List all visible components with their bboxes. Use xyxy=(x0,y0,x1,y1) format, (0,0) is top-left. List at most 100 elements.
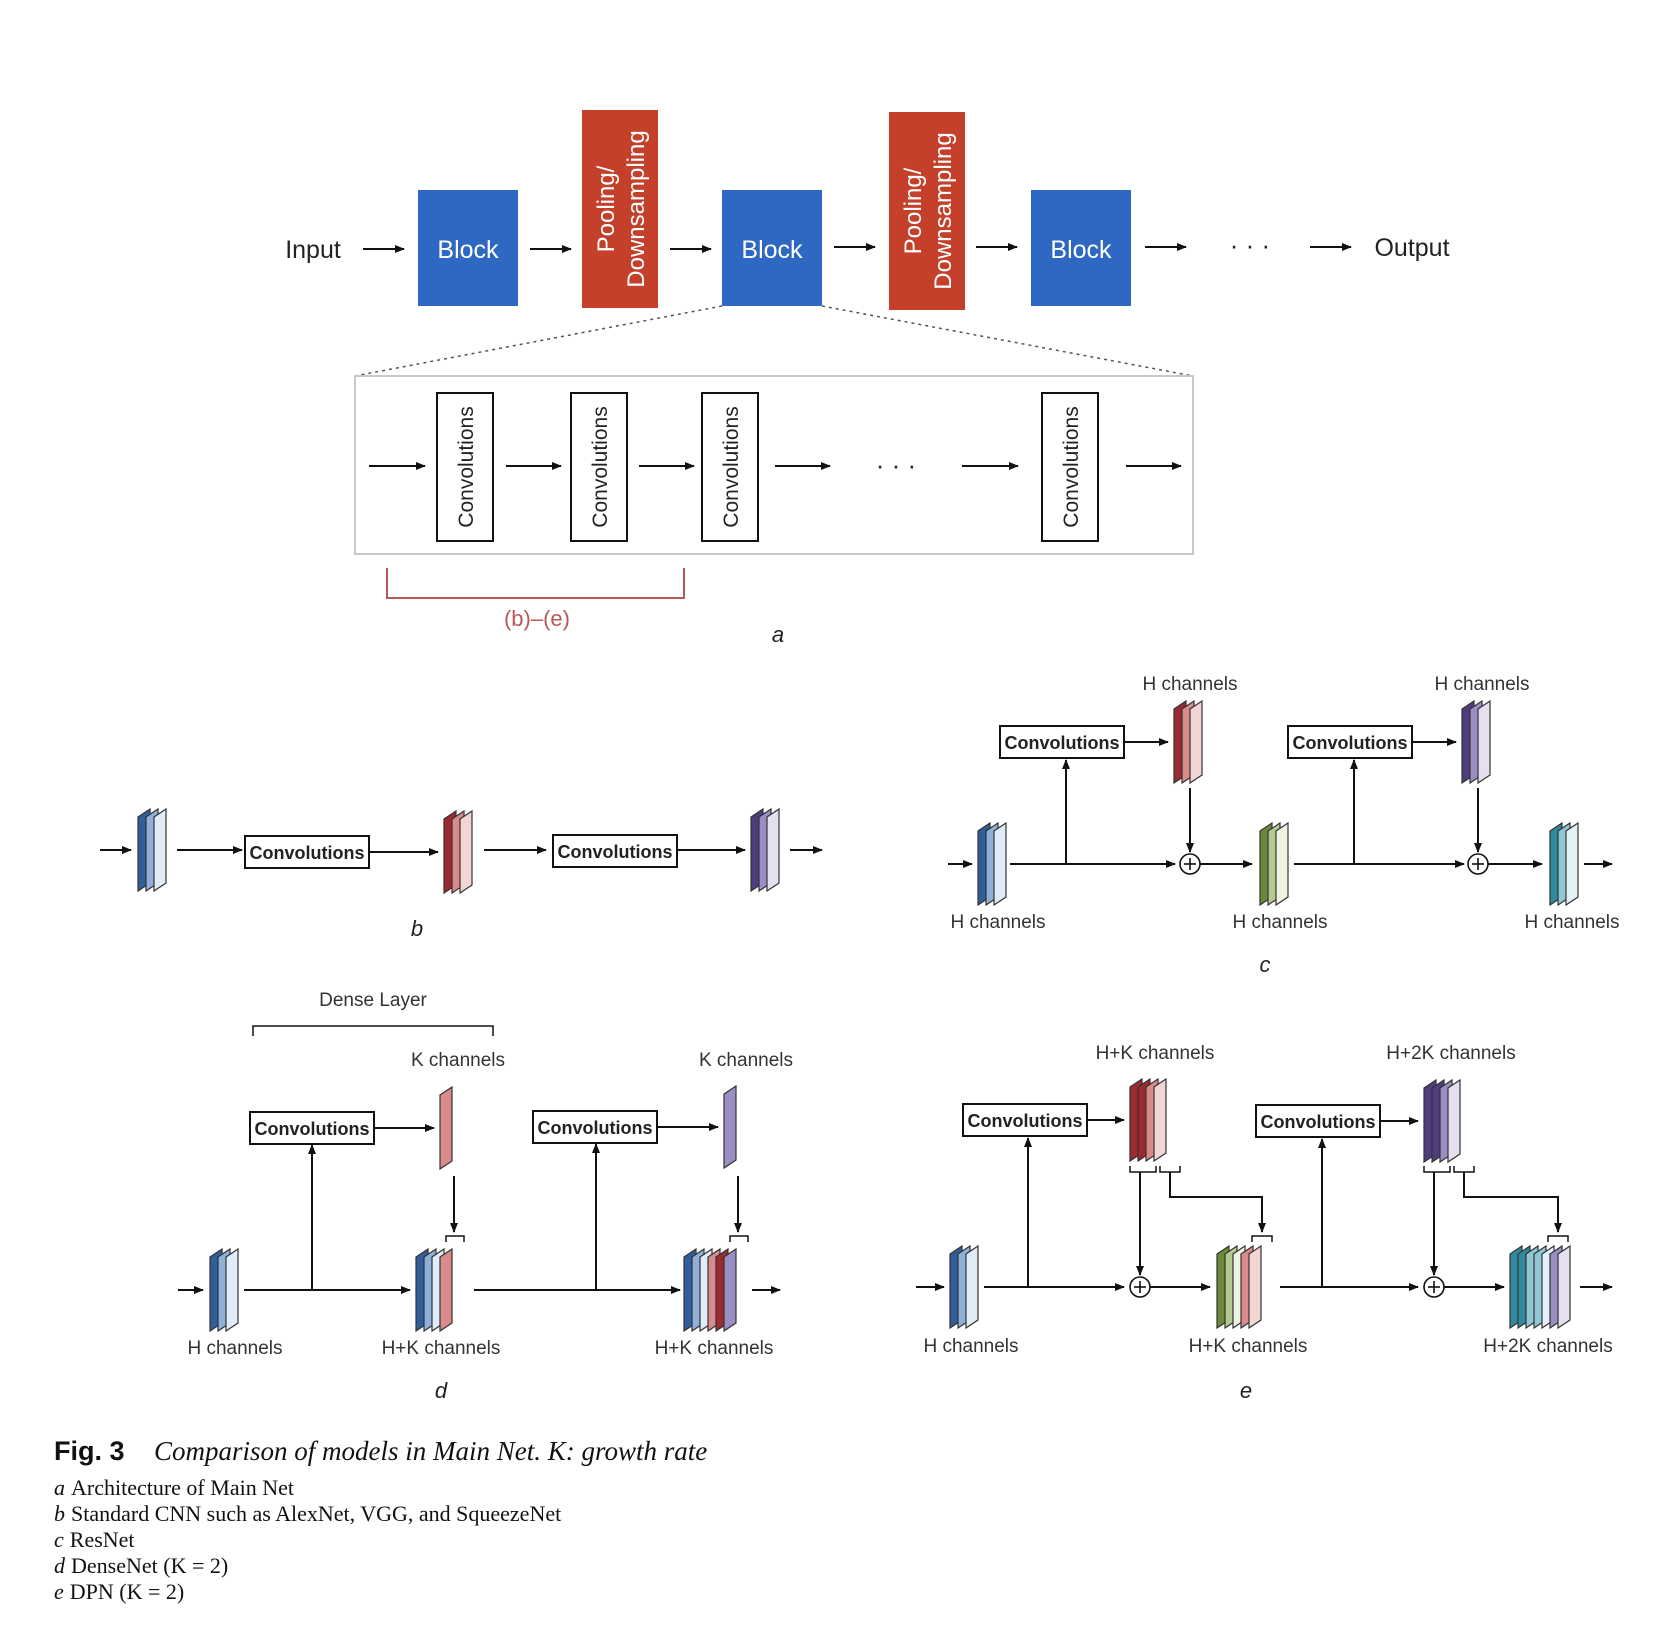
channel-stack-blue xyxy=(949,1244,979,1330)
convolutions-label: Convolutions xyxy=(255,1119,370,1139)
h2k-channels-label: H+2K channels xyxy=(1386,1043,1515,1064)
convolutions-label: Convolutions xyxy=(558,842,673,862)
channel-stack-blue xyxy=(977,821,1007,907)
pooling-box xyxy=(582,110,658,308)
block-box xyxy=(722,190,822,306)
channel-sheet xyxy=(439,1085,453,1171)
channel-stack-red xyxy=(1129,1077,1167,1163)
h-channels-label: H channels xyxy=(1524,912,1619,933)
hk-channels-label: H+K channels xyxy=(1096,1043,1215,1064)
hk-channels-label: H+K channels xyxy=(655,1338,774,1359)
addition-node xyxy=(1179,853,1201,875)
pooling-label-line: Downsampling xyxy=(623,130,650,287)
figure-title: Comparison of models in Main Net. K: gro… xyxy=(154,1436,708,1466)
output-label: Output xyxy=(1374,234,1449,262)
channel-sheet xyxy=(723,1247,737,1333)
channel-stack-blue xyxy=(209,1247,239,1333)
h-channels-label: H channels xyxy=(1434,674,1529,695)
convolutions-box-frame xyxy=(1287,725,1413,759)
caption-item-text: DenseNet (K = 2) xyxy=(71,1553,229,1578)
panel-label-e: e xyxy=(1240,1378,1252,1403)
caption-item-letter: b xyxy=(54,1501,65,1526)
zoom-line xyxy=(354,305,723,377)
convolutions-label: Convolutions xyxy=(1005,733,1120,753)
block-label: Block xyxy=(1050,236,1112,264)
convolution-layer-box xyxy=(570,392,628,542)
panel-label-b: b xyxy=(411,916,423,941)
caption-item-letter: d xyxy=(54,1553,65,1578)
convolutions-box-frame xyxy=(962,1103,1088,1137)
channel-stack-red xyxy=(443,809,473,895)
convolutions-box-frame xyxy=(532,1110,658,1144)
skip-connector xyxy=(1169,1172,1266,1233)
convolutions-box: Convolutions xyxy=(962,1103,1088,1137)
caption-item-text: Standard CNN such as AlexNet, VGG, and S… xyxy=(71,1501,562,1526)
channel-stack-green xyxy=(1259,821,1289,907)
convolutions-label: Convolutions xyxy=(250,843,365,863)
convolutions-box: Convolutions xyxy=(1255,1104,1381,1138)
addition-node xyxy=(1423,1276,1445,1298)
channel-stack-purple xyxy=(1461,699,1491,785)
convolution-layer-box xyxy=(1041,392,1099,542)
convolutions-box: Convolutions xyxy=(999,725,1125,759)
convolutions-box-frame xyxy=(999,725,1125,759)
channel-sheet xyxy=(1477,699,1491,785)
convolutions-box: Convolutions xyxy=(552,834,678,868)
convolution-layer-label: Convolutions xyxy=(589,406,612,527)
h-channels-label: H channels xyxy=(923,1336,1018,1357)
convolutions-box-frame xyxy=(552,834,678,868)
caption-item-letter: a xyxy=(54,1475,65,1500)
convolution-layer-label: Convolutions xyxy=(1060,406,1083,527)
convolutions-box: Convolutions xyxy=(532,1110,658,1144)
concat-bracket xyxy=(445,1235,465,1242)
h-channels-label: H channels xyxy=(1232,912,1327,933)
pooling-label-line: Downsampling xyxy=(930,132,957,289)
h-channels-label: H channels xyxy=(1142,674,1237,695)
h-channels-label: H channels xyxy=(187,1338,282,1359)
panel-label-d: d xyxy=(435,1378,448,1403)
channel-sheet xyxy=(439,1247,453,1333)
channel-stack-teal xyxy=(1549,821,1579,907)
ellipsis: · · · xyxy=(1230,230,1270,260)
h2k-channels-label: H+2K channels xyxy=(1483,1336,1612,1357)
k-channels-label: K channels xyxy=(411,1050,505,1071)
channel-sheet xyxy=(1248,1244,1262,1330)
channel-sheet xyxy=(1557,1244,1571,1330)
channel-sheet xyxy=(153,807,167,893)
addition-node xyxy=(1129,1276,1151,1298)
block-box xyxy=(418,190,518,306)
pooling-label: Pooling/Downsampling xyxy=(593,130,650,287)
split-bracket xyxy=(1453,1166,1475,1173)
channel-stack-red xyxy=(1173,699,1203,785)
convolutions-label: Convolutions xyxy=(1261,1112,1376,1132)
channel-sheet xyxy=(766,807,780,893)
scope-bracket-label: (b)–(e) xyxy=(504,606,570,631)
channel-sheet xyxy=(993,821,1007,907)
concat-bracket xyxy=(1251,1235,1273,1242)
input-label: Input xyxy=(285,236,341,264)
split-bracket xyxy=(1159,1166,1181,1173)
convolution-layer-box xyxy=(436,392,494,542)
concat-bracket xyxy=(1547,1235,1569,1242)
channel-stack-blue xyxy=(137,807,167,893)
channel-stack-purple xyxy=(1423,1078,1461,1164)
convolutions-label: Convolutions xyxy=(538,1118,653,1138)
pooling-box xyxy=(889,112,965,310)
channel-sheet xyxy=(723,1084,737,1170)
addition-node xyxy=(1467,853,1489,875)
pooling-label-line: Pooling/ xyxy=(593,165,620,252)
pooling-label: Pooling/Downsampling xyxy=(900,132,957,289)
channel-stack-concat xyxy=(1509,1244,1571,1330)
block-label: Block xyxy=(741,236,803,264)
h-channels-label: H channels xyxy=(950,912,1045,933)
zoom-line xyxy=(821,305,1194,377)
ellipsis: · · · xyxy=(876,450,916,480)
scope-bracket xyxy=(386,568,685,599)
channel-stack-purple xyxy=(750,807,780,893)
split-bracket xyxy=(1423,1166,1451,1173)
